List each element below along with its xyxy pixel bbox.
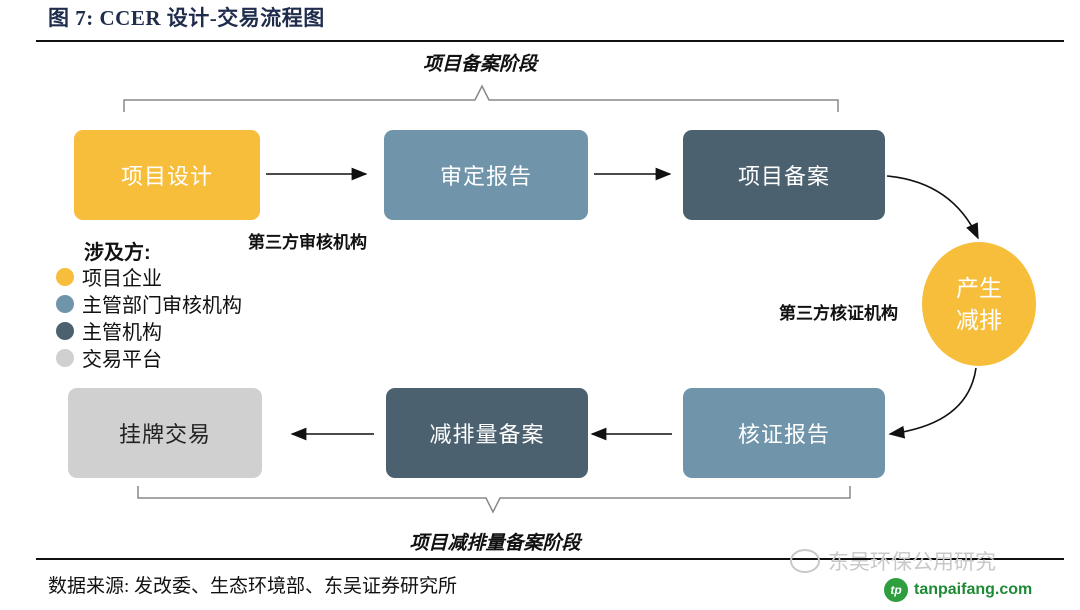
node-project-design-label: 项目设计 — [120, 164, 213, 189]
site-text: tanpaifang.com — [914, 581, 1033, 598]
legend-item-audit: 主管部门审核机构 — [56, 290, 242, 317]
legend-label-audit: 主管部门审核机构 — [82, 295, 242, 317]
stage-label-reduction-filing: 项目减排量备案阶段 — [409, 533, 581, 554]
watermark-text: 东吴环保公用研究 — [828, 551, 996, 574]
legend-dot-audit — [56, 294, 74, 313]
node-verification-report-label: 核证报告 — [737, 422, 830, 447]
node-listing-trading-label: 挂牌交易 — [118, 422, 211, 447]
node-emission-reduction: 产生 减排 — [922, 242, 1036, 366]
node-reduction-filing-label: 减排量备案 — [429, 422, 545, 447]
legend-dot-authority — [56, 321, 74, 340]
node-validation-report: 审定报告 — [384, 130, 588, 220]
legend-title: 涉及方: — [84, 242, 151, 264]
bottom-rule — [36, 558, 1064, 560]
node-project-filing-label: 项目备案 — [737, 164, 830, 189]
site-badge[interactable]: tp tanpaifang.com — [884, 578, 1032, 602]
stage-label-project-filing: 项目备案阶段 — [422, 54, 537, 75]
edge-label-third-party-verify: 第三方核证机构 — [779, 304, 898, 323]
legend-item-enterprise: 项目企业 — [56, 263, 242, 290]
wechat-icon — [790, 549, 820, 573]
node-reduction-filing: 减排量备案 — [386, 388, 588, 478]
node-project-design: 项目设计 — [74, 130, 260, 220]
node-verification-report: 核证报告 — [683, 388, 885, 478]
edge-label-third-party-audit: 第三方审核机构 — [248, 233, 367, 252]
bottom-stage-bracket — [137, 486, 851, 514]
watermark: 东吴环保公用研究 — [790, 546, 996, 576]
node-validation-report-label: 审定报告 — [439, 164, 532, 189]
legend-dot-enterprise — [56, 267, 74, 286]
data-source: 数据来源: 发改委、生态环境部、东吴证券研究所 — [48, 576, 458, 597]
node-emission-reduction-line1: 产生 — [956, 275, 1002, 301]
top-stage-bracket — [123, 84, 839, 112]
node-project-filing: 项目备案 — [683, 130, 885, 220]
arrow-filing-to-reduction — [886, 175, 979, 240]
legend-dot-platform — [56, 348, 74, 367]
legend-label-platform: 交易平台 — [82, 349, 162, 371]
top-rule — [36, 40, 1064, 42]
node-listing-trading: 挂牌交易 — [68, 388, 262, 478]
legend-item-authority: 主管机构 — [56, 317, 242, 344]
legend-label-authority: 主管机构 — [82, 322, 162, 344]
node-emission-reduction-line2: 减排 — [956, 307, 1002, 333]
legend: 涉及方: 项目企业 主管部门审核机构 主管机构 交易平台 — [56, 236, 242, 371]
legend-item-platform: 交易平台 — [56, 344, 242, 371]
site-logo-icon: tp — [884, 578, 908, 602]
legend-label-enterprise: 项目企业 — [82, 268, 162, 290]
figure-title: 图 7: CCER 设计-交易流程图 — [48, 6, 325, 30]
arrow-reduction-to-verification — [888, 367, 977, 439]
